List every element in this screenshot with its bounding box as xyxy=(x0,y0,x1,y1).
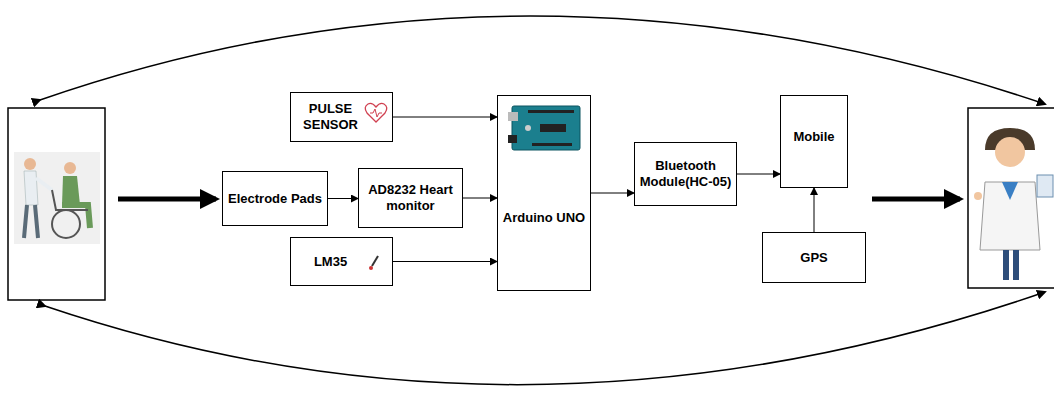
output-arrow xyxy=(872,197,960,202)
heart-icon xyxy=(365,103,387,122)
box-label: Electrode Pads xyxy=(228,191,322,207)
feedback-curve xyxy=(45,292,1045,385)
patient-illustration xyxy=(14,152,100,244)
component-box: LM35 xyxy=(290,237,393,286)
doctor-panel xyxy=(968,108,1054,288)
box-label: Mobile xyxy=(793,129,834,145)
component-box: Mobile xyxy=(780,95,848,188)
box-label: GPS xyxy=(800,250,827,266)
box-label: PULSE SENSOR xyxy=(295,101,366,132)
signal-arrow xyxy=(393,261,497,262)
thermometer-icon xyxy=(372,256,378,266)
signal-arrow xyxy=(737,174,780,175)
component-box: Arduino UNO xyxy=(497,95,591,291)
signal-arrow xyxy=(591,193,634,194)
component-box: Bluetooth Module(HC-05) xyxy=(634,142,737,206)
component-box: Electrode Pads xyxy=(222,171,328,226)
box-label: Bluetooth Module(HC-05) xyxy=(639,158,732,189)
signal-arrow xyxy=(393,117,497,118)
arduino-board-icon xyxy=(508,106,580,150)
thermometer-icon xyxy=(369,266,373,270)
feedback-curve xyxy=(40,16,1045,104)
input-arrow xyxy=(118,197,216,202)
component-box: GPS xyxy=(762,232,866,283)
component-box: AD8232 Heart monitor xyxy=(358,168,463,228)
patient-panel xyxy=(8,108,105,300)
signal-arrow xyxy=(328,198,358,199)
box-label: AD8232 Heart monitor xyxy=(363,182,458,213)
doctor-illustration xyxy=(974,128,1053,280)
box-label: LM35 xyxy=(314,254,347,270)
box-label: Arduino UNO xyxy=(503,210,585,226)
heart-icon xyxy=(370,109,382,117)
signal-arrow xyxy=(814,188,815,232)
component-box: PULSE SENSOR xyxy=(290,92,393,142)
signal-arrow xyxy=(463,198,497,199)
